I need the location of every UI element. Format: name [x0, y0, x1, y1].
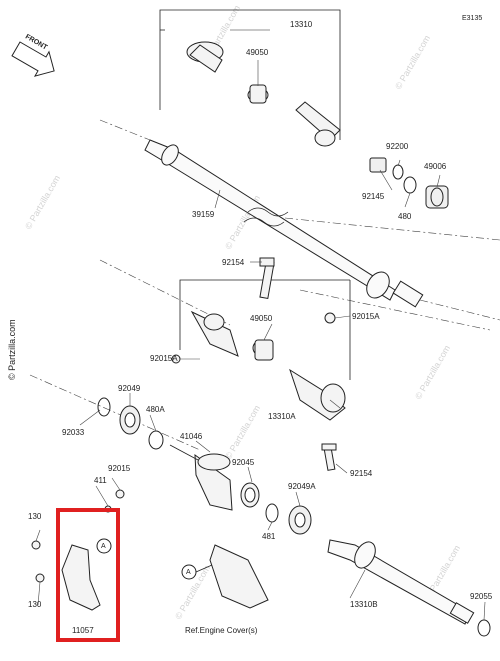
part-label-92145[interactable]: 92145 [362, 192, 385, 201]
part-label-39159[interactable]: 39159 [192, 210, 215, 219]
part-label-41046[interactable]: 41046 [180, 432, 203, 441]
front-arrow-icon [11, 41, 55, 77]
part-label-92015A-right[interactable]: 92015A [352, 312, 380, 321]
svg-text:© Partzilla.com: © Partzilla.com [23, 173, 62, 231]
part-label-92154-lower[interactable]: 92154 [350, 469, 373, 478]
part-label-92049[interactable]: 92049 [118, 384, 141, 393]
part-label-92015[interactable]: 92015 [108, 464, 131, 473]
part-label-92200[interactable]: 92200 [386, 142, 409, 151]
part-label-480A[interactable]: 480A [146, 405, 165, 414]
highlight-box [56, 508, 120, 642]
part-label-13310B[interactable]: 13310B [350, 600, 378, 609]
ref-marker-a-bracket: A [101, 543, 106, 550]
part-label-92015A-left[interactable]: 92015A [150, 354, 178, 363]
part-label-49050[interactable]: 49050 [246, 48, 269, 57]
part-label-92154-upper[interactable]: 92154 [222, 258, 245, 267]
part-label-92033[interactable]: 92033 [62, 428, 85, 437]
part-label-11057[interactable]: 11057 [72, 626, 94, 635]
copyright-text: © Partzilla.com [7, 319, 17, 380]
part-label-130-lower[interactable]: 130 [28, 600, 42, 609]
svg-text:© Partzilla.com: © Partzilla.com [413, 343, 452, 401]
part-label-49006[interactable]: 49006 [424, 162, 447, 171]
watermarks: © Partzilla.com © Partzilla.com © Partzi… [23, 3, 462, 621]
diagram-code: E3135 [462, 15, 483, 22]
ref-note: Ref.Engine Cover(s) [185, 626, 258, 635]
part-label-13310A[interactable]: 13310A [268, 412, 296, 421]
svg-text:© Partzilla.com: © Partzilla.com [393, 33, 432, 91]
part-label-92055[interactable]: 92055 [470, 592, 493, 601]
part-label-92049A[interactable]: 92049A [288, 482, 316, 491]
part-label-480[interactable]: 480 [398, 212, 412, 221]
part-label-13310[interactable]: 13310 [290, 20, 313, 29]
part-label-49050-lower[interactable]: 49050 [250, 314, 273, 323]
part-label-411[interactable]: 411 [94, 476, 107, 485]
part-label-481[interactable]: 481 [262, 532, 276, 541]
part-label-92045[interactable]: 92045 [232, 458, 255, 467]
svg-text:© Partzilla.com: © Partzilla.com [223, 403, 262, 461]
ref-marker-a-cover: A [186, 569, 191, 576]
part-label-130-upper[interactable]: 130 [28, 512, 42, 521]
